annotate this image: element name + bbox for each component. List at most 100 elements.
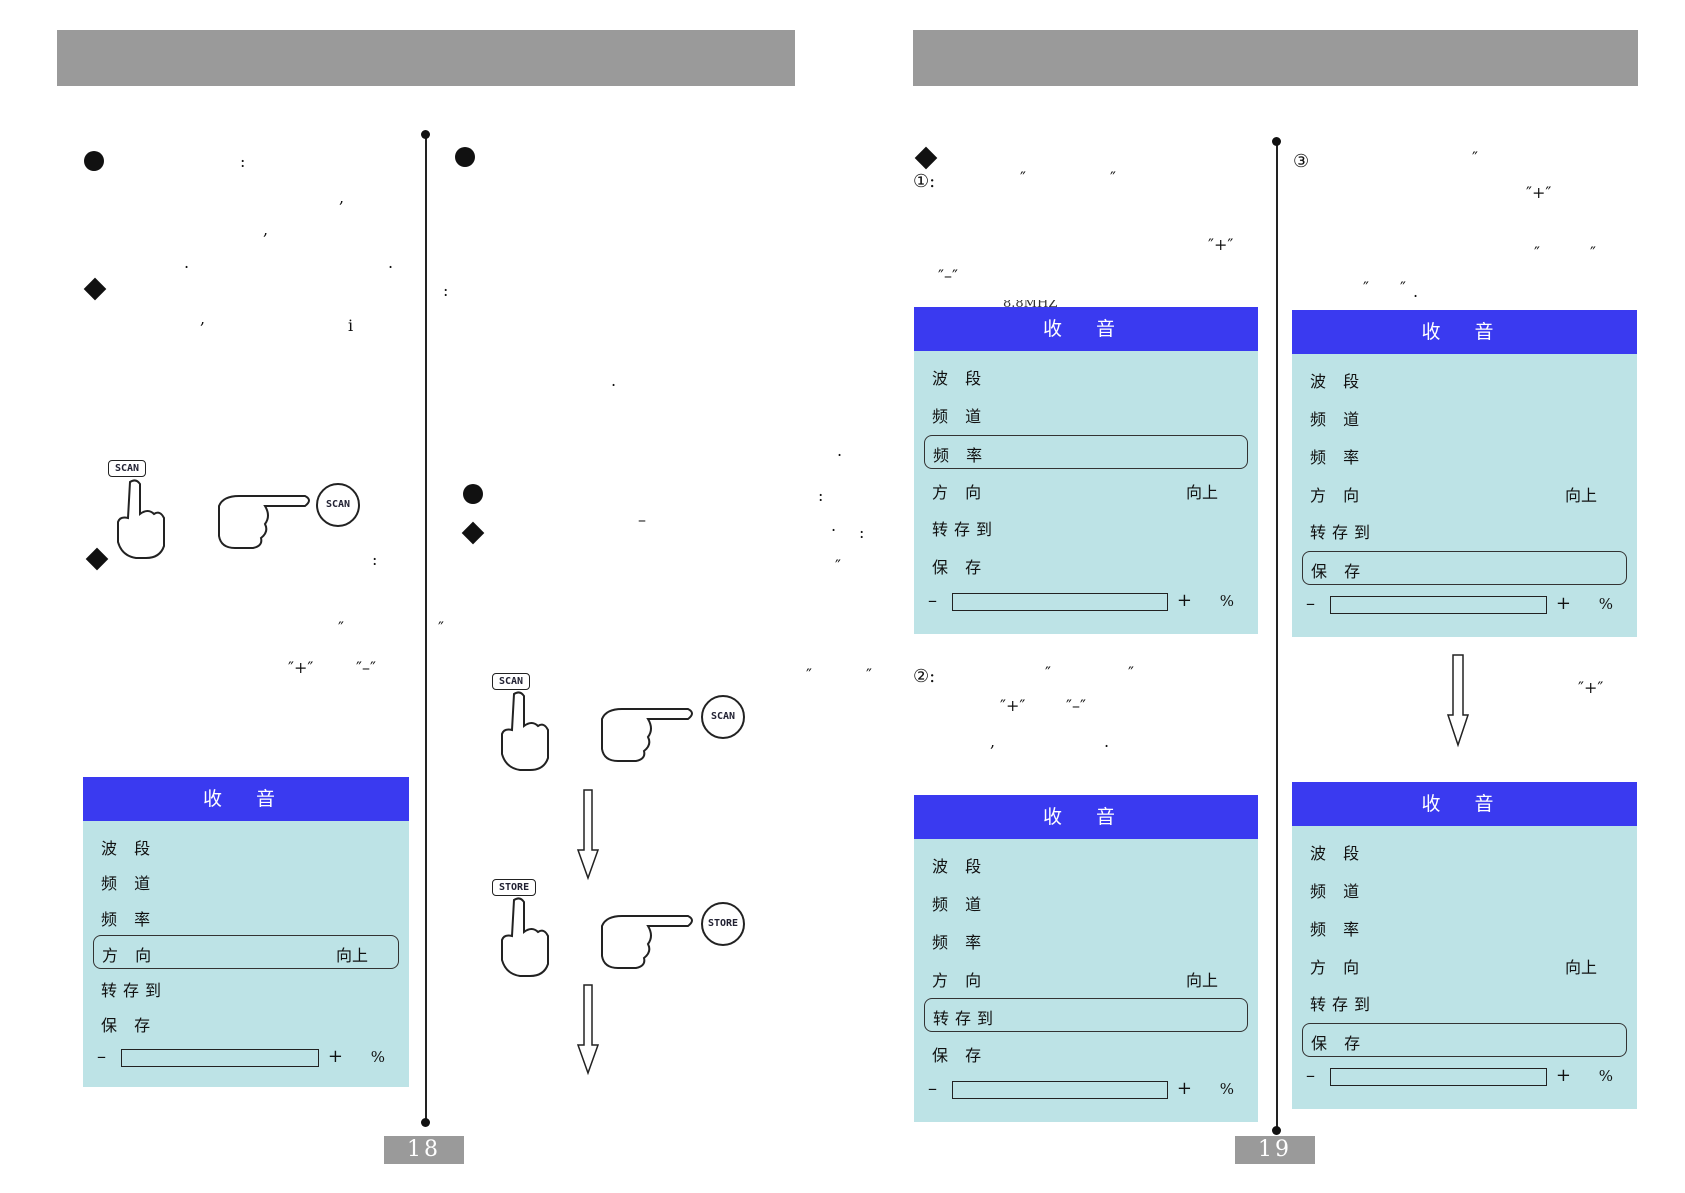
menu-row[interactable]: 保 存 xyxy=(1302,1023,1627,1058)
menu-row-value: 向上 xyxy=(1564,957,1597,977)
text-quote: ″ xyxy=(1534,243,1540,262)
partial-frequency-text: 8.8MHZ xyxy=(1003,300,1058,308)
step-one-label: ①: xyxy=(913,171,936,192)
menu-row-label: 转存到 xyxy=(1310,523,1377,543)
plus-sign[interactable]: + xyxy=(1555,1065,1571,1087)
menu-row[interactable]: 频 道 xyxy=(924,885,1248,917)
menu-row[interactable]: 波 段 xyxy=(924,847,1248,879)
menu-row-label: 波 段 xyxy=(1310,372,1366,391)
minus-sign[interactable]: – xyxy=(1306,593,1315,615)
menu-row[interactable]: 频 率 xyxy=(1302,438,1627,470)
bullet-diamond xyxy=(83,277,107,301)
menu-row[interactable]: 波 段 xyxy=(1302,834,1627,866)
scan-round-button[interactable]: SCAN xyxy=(316,483,360,527)
menu-row[interactable]: 波 段 xyxy=(924,359,1248,391)
menu-row[interactable]: 波 段 xyxy=(1302,362,1627,394)
menu-row[interactable]: 转存到 xyxy=(1302,513,1627,545)
text-quote: ″ xyxy=(1590,243,1596,262)
menu-row[interactable]: 频 率 xyxy=(1302,910,1627,942)
progress-track[interactable] xyxy=(952,1081,1168,1100)
minus-sign[interactable]: – xyxy=(1306,1065,1315,1087)
scan-key[interactable]: SCAN xyxy=(492,673,531,690)
menu-row-label: 保 存 xyxy=(932,1046,988,1066)
progress-track[interactable] xyxy=(1330,596,1547,615)
menu-row-label: 保 存 xyxy=(101,1016,157,1036)
progress-track[interactable] xyxy=(1330,1068,1547,1087)
menu-row-label: 频 率 xyxy=(932,932,988,952)
divider-bottom-dot xyxy=(421,1118,430,1127)
menu-row[interactable]: 转存到 xyxy=(924,998,1248,1033)
step-three-label: ③ xyxy=(1293,151,1310,172)
menu-row-label: 频 率 xyxy=(1310,919,1366,939)
menu-row[interactable]: 保 存 xyxy=(924,1036,1248,1068)
plus-sign[interactable]: + xyxy=(1176,1078,1192,1100)
menu-row[interactable]: 频 率 xyxy=(924,923,1248,955)
menu-row[interactable]: 转存到 xyxy=(93,971,399,1003)
level-bar: –+% xyxy=(93,1046,399,1070)
store-round-button[interactable]: STORE xyxy=(701,902,745,946)
menu-row[interactable]: 频 率 xyxy=(924,434,1248,469)
bullet-circle xyxy=(455,147,475,167)
menu-row-label: 转存到 xyxy=(1310,995,1377,1015)
divider-bottom-dot xyxy=(1272,1126,1281,1135)
minus-sign[interactable]: – xyxy=(97,1045,106,1067)
plus-sign[interactable]: + xyxy=(1555,593,1571,615)
text-period: . xyxy=(184,253,190,272)
text-plus-quote: ″+″ xyxy=(288,658,314,677)
pointing-hand-icon xyxy=(601,708,693,762)
menu-row[interactable]: 转存到 xyxy=(1302,985,1627,1017)
radio-menu-panel: 收 音波 段频 道频 率方 向向上转存到保 存–+% xyxy=(1292,310,1637,637)
level-bar: – +% xyxy=(1302,593,1627,617)
menu-row[interactable]: 保 存 xyxy=(924,548,1248,580)
right-page-header xyxy=(913,30,1638,86)
menu-row-label: 频 率 xyxy=(1310,447,1366,467)
menu-row[interactable]: 波 段 xyxy=(93,829,399,861)
menu-row-label: 转存到 xyxy=(932,520,999,540)
text-colon: : xyxy=(443,281,449,300)
menu-row[interactable]: 方 向向上 xyxy=(1302,948,1627,980)
progress-track[interactable] xyxy=(121,1048,319,1067)
level-bar: –+% xyxy=(924,590,1248,614)
plus-sign[interactable]: + xyxy=(327,1045,343,1067)
store-key[interactable]: STORE xyxy=(492,879,537,896)
progress-track[interactable] xyxy=(952,593,1168,612)
menu-row[interactable]: 方 向向上 xyxy=(93,935,399,970)
pointing-hand-icon xyxy=(218,495,310,549)
step-two-label: ②: xyxy=(913,666,936,687)
right-column-divider xyxy=(1276,142,1278,1130)
menu-row[interactable]: 频 道 xyxy=(1302,400,1627,432)
text-quote: ″ xyxy=(866,665,872,684)
menu-row[interactable]: 转存到 xyxy=(924,510,1248,542)
scan-key[interactable]: SCAN xyxy=(108,460,147,477)
menu-row-value: 向上 xyxy=(1185,970,1218,990)
percent-sign: % xyxy=(1598,595,1613,614)
menu-row[interactable]: 方 向向上 xyxy=(924,961,1248,993)
menu-row-label: 波 段 xyxy=(932,857,988,876)
plus-sign[interactable]: + xyxy=(1176,590,1192,612)
text-period: . xyxy=(1413,282,1419,301)
text-quote: ″ xyxy=(338,618,344,637)
divider-top-dot xyxy=(1272,137,1281,146)
menu-row[interactable]: 频 率 xyxy=(93,900,399,932)
down-arrow-icon xyxy=(1446,654,1470,748)
text-quote: ″ xyxy=(438,618,444,637)
scan-round-button[interactable]: SCAN xyxy=(701,695,745,739)
menu-row[interactable]: 方 向向上 xyxy=(924,473,1248,505)
text-minus-quote: ″–″ xyxy=(356,658,376,677)
finger-press-icon xyxy=(501,691,549,771)
minus-sign[interactable]: – xyxy=(928,1078,937,1100)
menu-row[interactable]: 频 道 xyxy=(93,864,399,896)
menu-row[interactable]: 方 向向上 xyxy=(1302,476,1627,508)
percent-sign: % xyxy=(1598,1067,1613,1086)
text-comma: , xyxy=(200,309,206,328)
minus-sign[interactable]: – xyxy=(928,590,937,612)
finger-press-icon xyxy=(117,479,165,559)
text-quote: ″ xyxy=(1472,148,1478,167)
menu-row[interactable]: 保 存 xyxy=(93,1006,399,1038)
menu-row[interactable]: 保 存 xyxy=(1302,551,1627,586)
text-colon: : xyxy=(240,152,246,171)
menu-row-label: 保 存 xyxy=(932,558,988,578)
menu-row[interactable]: 频 道 xyxy=(924,397,1248,429)
left-page-header xyxy=(57,30,795,86)
menu-row[interactable]: 频 道 xyxy=(1302,872,1627,904)
